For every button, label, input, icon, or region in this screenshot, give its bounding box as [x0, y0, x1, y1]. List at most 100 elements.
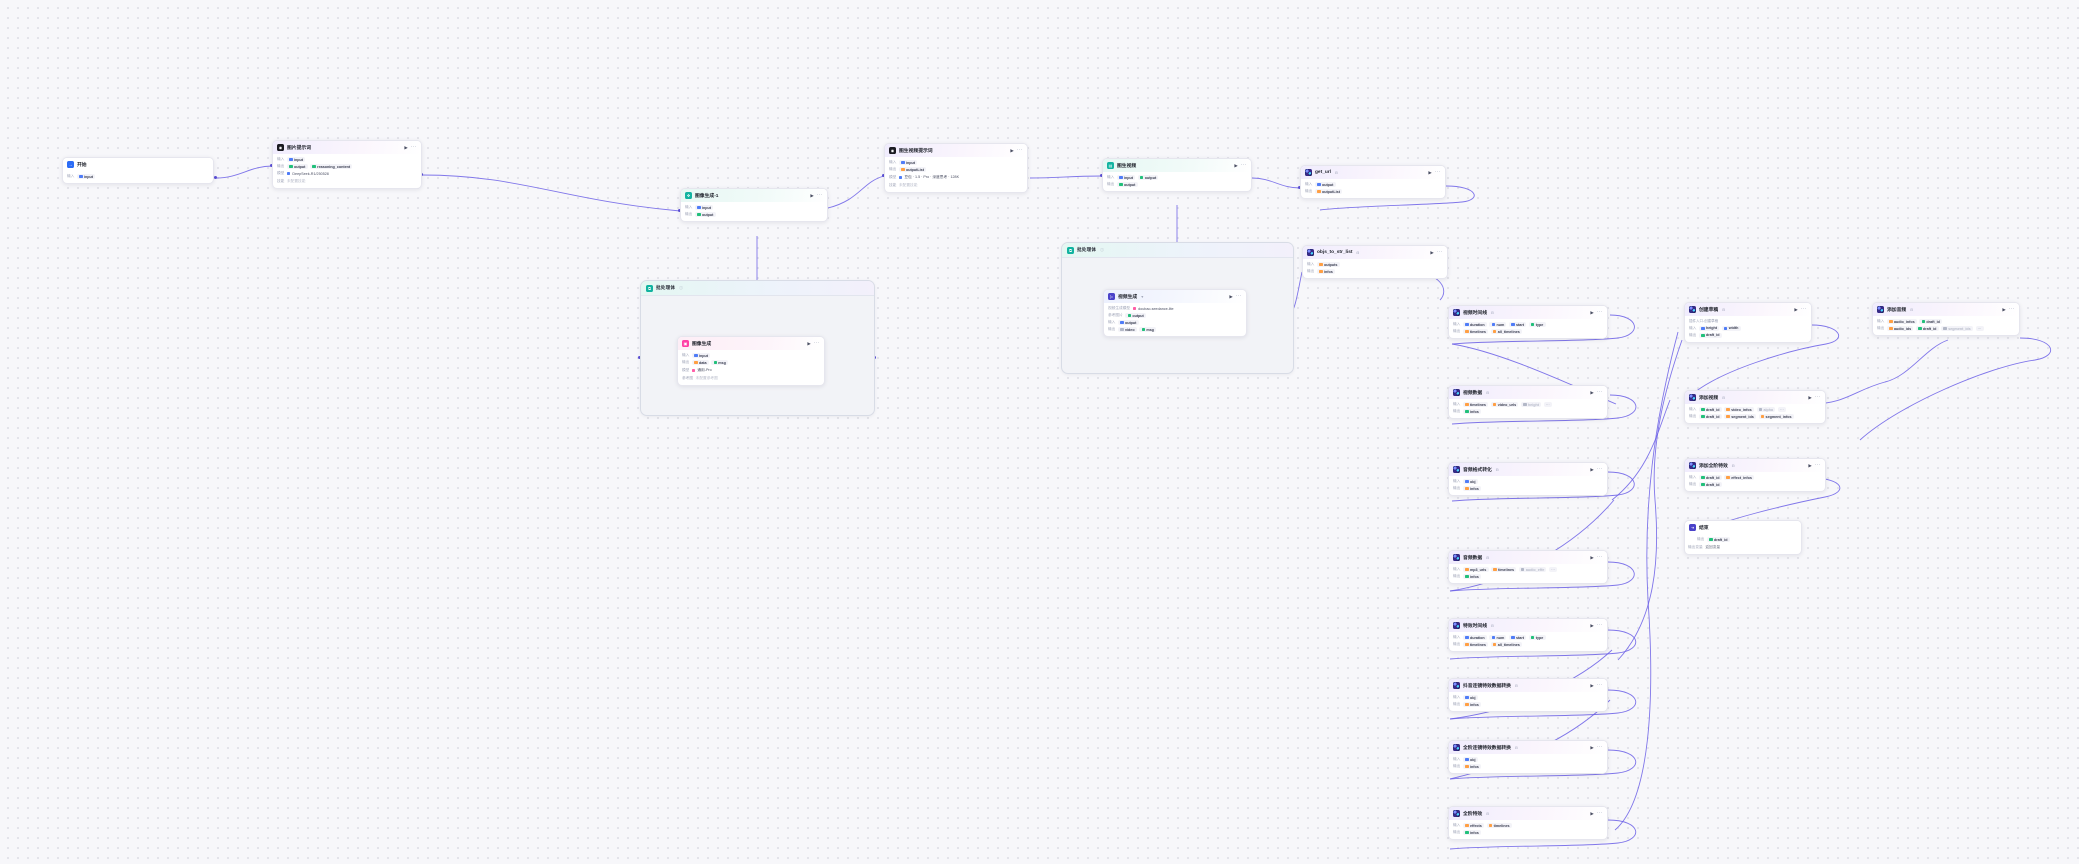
run-icon[interactable]: ▶ — [1590, 554, 1594, 560]
node-image-gen-1[interactable]: ❖ 图像生成-1 ▶ ··· 输入 input 输出 output — [680, 188, 828, 222]
node-end[interactable]: ⇥ 结束 输出 draft_id 输出变量 返回变量 — [1684, 520, 1802, 555]
io-chip[interactable]: reasoning_content — [310, 164, 353, 170]
collapse-icon[interactable]: ⊟ — [1335, 170, 1339, 175]
io-chip[interactable]: input — [898, 160, 918, 166]
group-batch-image[interactable]: ⧉ 批处理体 ⓘ ▣ 图像生成 ▶ ··· 输入 input 输出 data — [640, 280, 875, 416]
node-image-prompt[interactable]: ◉ 图片提示词 ▶ ··· 输入 input 输出 output reasoni… — [272, 140, 422, 189]
collapse-icon[interactable]: ⊟ — [1514, 745, 1518, 750]
io-chip[interactable]: video — [1117, 327, 1137, 333]
collapse-icon[interactable]: ⊟ — [1514, 683, 1518, 688]
io-chip[interactable]: obj — [1462, 757, 1478, 763]
io-chip[interactable]: draft_id — [1919, 319, 1943, 325]
io-chip[interactable]: obj — [1462, 695, 1478, 701]
more-options-icon[interactable]: ··· — [1235, 293, 1242, 300]
run-icon[interactable]: ▶ — [807, 340, 811, 346]
io-chip[interactable]: output — [1116, 182, 1138, 188]
io-chip[interactable]: input — [691, 353, 711, 359]
io-chip[interactable]: mp3_urls — [1462, 567, 1489, 573]
more-options-icon[interactable]: ··· — [410, 144, 417, 151]
collapse-icon[interactable]: ⊟ — [1731, 463, 1735, 468]
more-inputs-icon[interactable]: ··· — [1549, 567, 1558, 573]
io-chip[interactable]: draft_id — [1915, 326, 1939, 332]
node-add-full-fx[interactable]: 添加全阶特效 ⊟ ▶ ··· 输入 draft_id effect_infos … — [1684, 458, 1826, 492]
io-chip[interactable]: width — [1721, 325, 1741, 331]
more-options-icon[interactable]: ··· — [1814, 394, 1821, 401]
run-icon[interactable]: ▶ — [1808, 394, 1812, 400]
node-i2v-prompt[interactable]: ◉ 图生视频提示词 ▶ ··· 输入 input 输出 outputList 模… — [884, 143, 1028, 193]
io-chip[interactable]: draft_id — [1698, 482, 1722, 488]
io-chip[interactable]: height — [1698, 325, 1720, 331]
io-chip[interactable]: msg — [1139, 327, 1157, 333]
run-icon[interactable]: ▶ — [1010, 147, 1014, 153]
io-chip[interactable]: effects — [1462, 823, 1485, 829]
io-chip[interactable]: timelines — [1462, 329, 1489, 335]
node-full-fx-convert[interactable]: 全阶连镜特效数据转换 ⊟ ▶ ··· 输入 obj 输出 infos — [1448, 740, 1608, 774]
run-icon[interactable]: ▶ — [1590, 744, 1594, 750]
run-icon[interactable]: ▶ — [1794, 306, 1798, 312]
info-icon[interactable]: ⓘ — [679, 285, 683, 290]
io-chip[interactable]: height — [1520, 402, 1542, 408]
node-create-draft[interactable]: 创建草稿 ⊟ ▶ ··· 插件入口-创建草稿 输入 height width 输… — [1684, 302, 1812, 343]
collapse-icon[interactable]: ⊟ — [1722, 395, 1726, 400]
run-icon[interactable]: ▶ — [404, 144, 408, 150]
io-chip[interactable]: video_infos — [1724, 407, 1754, 413]
run-icon[interactable]: ▶ — [1590, 466, 1594, 472]
io-chip[interactable]: num — [1489, 635, 1507, 641]
io-chip[interactable]: output — [1314, 182, 1336, 188]
io-chip[interactable]: input — [694, 205, 714, 211]
io-chip[interactable]: obj — [1462, 479, 1478, 485]
io-chip[interactable]: video_urls — [1490, 402, 1519, 408]
collapse-icon[interactable]: ⊟ — [1486, 811, 1490, 816]
io-chip[interactable]: start — [1509, 635, 1527, 641]
more-options-icon[interactable]: ··· — [1596, 554, 1603, 561]
io-chip[interactable]: timelines — [1462, 642, 1489, 648]
io-chip[interactable]: infos — [1462, 702, 1481, 708]
io-chip[interactable]: timelines — [1486, 823, 1512, 829]
node-fx-timeline[interactable]: 特效时间线 ⊟ ▶ ··· 输入 duration num start type… — [1448, 618, 1608, 652]
io-chip[interactable]: output — [286, 164, 308, 170]
collapse-icon[interactable]: ⊟ — [1356, 250, 1360, 255]
node-video-data[interactable]: 视频数据 ⊟ ▶ ··· 输入 timelines video_urls hei… — [1448, 385, 1608, 419]
run-icon[interactable]: ▶ — [1229, 293, 1233, 299]
io-chip[interactable]: segment_ids — [1941, 326, 1973, 332]
node-douyin-fx-convert[interactable]: 抖音连镜特效数据转换 ⊟ ▶ ··· 输入 obj 输出 infos — [1448, 678, 1608, 712]
node-full-fx[interactable]: 全阶特效 ⊟ ▶ ··· 输入 effects timelines 输出 inf… — [1448, 806, 1608, 840]
run-icon[interactable]: ▶ — [1590, 389, 1594, 395]
more-outputs-icon[interactable]: ··· — [1975, 326, 1984, 332]
node-add-audio[interactable]: 添加音频 ⊟ ▶ ··· 输入 audio_infos draft_id 输出 … — [1872, 302, 2020, 336]
io-chip[interactable]: audio_effe — [1518, 567, 1547, 573]
run-icon[interactable]: ▶ — [2002, 306, 2006, 312]
run-icon[interactable]: ▶ — [1590, 810, 1594, 816]
more-options-icon[interactable]: ··· — [1596, 744, 1603, 751]
node-get-url[interactable]: get_url ⊟ ▶ ··· 输入 output 输出 outputList — [1300, 165, 1446, 199]
io-chip[interactable]: output — [1125, 313, 1146, 319]
more-options-icon[interactable]: ··· — [1016, 147, 1023, 154]
more-options-icon[interactable]: ··· — [1596, 466, 1603, 473]
info-icon[interactable]: ⓘ — [1100, 247, 1104, 252]
more-options-icon[interactable]: ··· — [2008, 306, 2015, 313]
more-inputs-icon[interactable]: ··· — [1543, 402, 1552, 408]
node-video-gen[interactable]: ▷ 视频生成 ♥ ▶ ··· 视频生成模型 doubao-seedance-li… — [1103, 289, 1247, 337]
io-chip[interactable]: alpha — [1756, 407, 1776, 413]
io-chip[interactable]: infos — [1462, 574, 1481, 580]
more-options-icon[interactable]: ··· — [1814, 462, 1821, 469]
io-chip[interactable]: infos — [1462, 764, 1481, 770]
io-chip[interactable]: effect_infos — [1724, 475, 1755, 481]
io-chip[interactable]: audio_ids — [1886, 326, 1914, 332]
io-chip[interactable]: timelines — [1491, 567, 1517, 573]
io-chip[interactable]: draft_id — [1698, 332, 1722, 338]
collapse-icon[interactable]: ⊟ — [1910, 307, 1914, 312]
io-chip[interactable]: segment_infos — [1758, 414, 1794, 420]
more-options-icon[interactable]: ··· — [1596, 682, 1603, 689]
io-chip[interactable]: infos — [1316, 269, 1335, 275]
model-chip[interactable]: 豆包 · 1.5 · Pro · 深度思考 · 128K — [898, 174, 959, 180]
model-chip[interactable]: DeepSeek-R1/250528 — [286, 171, 329, 176]
io-chip[interactable]: outputList — [898, 167, 927, 173]
node-video-timeline[interactable]: 视频时间线 ⊟ ▶ ··· 输入 duration num start type… — [1448, 305, 1608, 339]
more-options-icon[interactable]: ··· — [816, 192, 823, 199]
run-icon[interactable]: ▶ — [1808, 462, 1812, 468]
io-chip[interactable]: data — [691, 360, 709, 366]
model-chip[interactable]: doubao-seedance-lite — [1132, 306, 1174, 311]
io-chip[interactable]: draft_id — [1698, 475, 1722, 481]
io-chip[interactable]: infos — [1462, 486, 1481, 492]
